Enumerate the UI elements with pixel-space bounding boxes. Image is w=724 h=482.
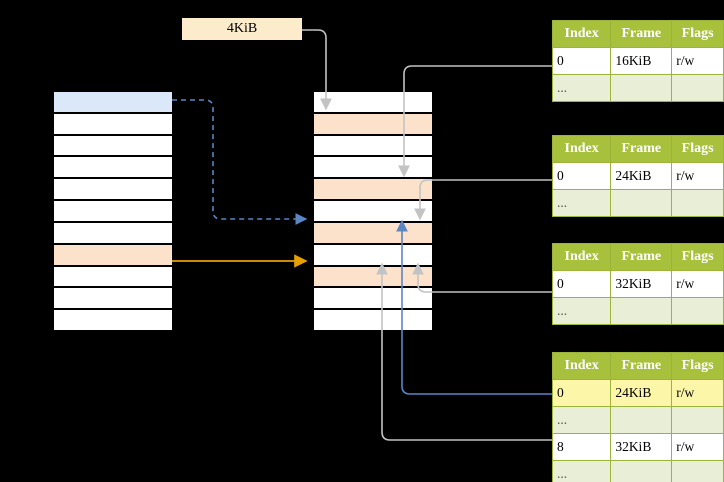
virtual-cell-row-8 xyxy=(53,265,173,288)
virtual-cell-row-2 xyxy=(53,134,173,157)
page-table-1-header-frame: Frame xyxy=(610,20,673,48)
page-table-4-row: ... xyxy=(551,406,724,434)
physical-cell-row-7 xyxy=(313,243,433,266)
physical-cell-row-2 xyxy=(313,134,433,157)
page-table-3-cell-index: ... xyxy=(551,297,612,325)
physical-cell-row-8 xyxy=(313,265,433,288)
page-table-4-row: ... xyxy=(551,460,724,482)
page-table-4-cell-flags xyxy=(671,406,724,434)
page-table-3-cell-flags: r/w xyxy=(671,270,724,298)
page-table-1-cell-flags: r/w xyxy=(671,47,724,75)
page-table-3-header-flags: Flags xyxy=(671,243,724,271)
virtual-dashed-connector xyxy=(172,99,308,225)
page-table-2-cell-flags xyxy=(671,189,724,217)
table2-connector xyxy=(414,179,552,221)
physical-memory-column xyxy=(312,90,434,331)
physical-cell-row-1 xyxy=(313,112,433,135)
page-table-1-cell-index: 0 xyxy=(551,47,612,75)
page-table-4-cell-index: 8 xyxy=(551,433,612,461)
page-table-1-cell-frame xyxy=(610,74,673,102)
page-table-4-cell-frame xyxy=(610,406,673,434)
virtual-cell-row-4 xyxy=(53,178,173,201)
physical-cell-row-3 xyxy=(313,156,433,179)
physical-cell-row-5 xyxy=(313,200,433,222)
page-table-4-header-frame: Frame xyxy=(610,352,673,380)
virtual-cell-row-10 xyxy=(53,309,173,331)
physical-cell-row-6 xyxy=(313,221,433,244)
page-table-2-cell-flags: r/w xyxy=(671,162,724,190)
page-table-1-cell-flags xyxy=(671,74,724,102)
physical-cell-row-0 xyxy=(313,91,433,113)
virtual-cell-row-3 xyxy=(53,156,173,179)
virtual-cell-row-7 xyxy=(53,243,173,266)
virtual-cell-row-6 xyxy=(53,221,173,244)
page-table-2-cell-frame xyxy=(610,189,673,217)
physical-cell-row-9 xyxy=(313,287,433,310)
physical-cell-row-4 xyxy=(313,178,433,201)
virtual-address-column xyxy=(52,90,174,331)
page-table-3-cell-flags xyxy=(671,297,724,325)
page-table-4-cell-frame xyxy=(610,460,673,482)
page-table-4-cell-frame: 24KiB xyxy=(610,379,673,407)
page-table-1-header-flags: Flags xyxy=(671,20,724,48)
page-table-4-cell-index: ... xyxy=(551,406,612,434)
page-table-2-header-flags: Flags xyxy=(671,135,724,163)
page-table-4-header-flags: Flags xyxy=(671,352,724,380)
page-table-4-cell-flags xyxy=(671,460,724,482)
page-table-2-row: ... xyxy=(551,189,724,217)
page-table-1-cell-index: ... xyxy=(551,74,612,102)
physical-cell-row-10 xyxy=(313,309,433,331)
page-table-2-header-frame: Frame xyxy=(610,135,673,163)
page-table-1-cell-frame: 16KiB xyxy=(610,47,673,75)
page-table-3-cell-index: 0 xyxy=(551,270,612,298)
size-label-4kib: 4KiB xyxy=(182,18,302,40)
page-table-3-row: ... xyxy=(551,297,724,325)
page-table-4-cell-index: ... xyxy=(551,460,612,482)
page-table-4-header-index: Index xyxy=(551,352,612,380)
page-table-1-row: ... xyxy=(551,74,724,102)
page-table-4-cell-flags: r/w xyxy=(671,433,724,461)
page-table-3-header-index: Index xyxy=(551,243,612,271)
page-table-3-cell-frame: 32KiB xyxy=(610,270,673,298)
page-table-2-header-index: Index xyxy=(551,135,612,163)
virtual-cell-row-9 xyxy=(53,287,173,310)
page-table-1-header-index: Index xyxy=(551,20,612,48)
table3-connector xyxy=(412,262,552,293)
virtual-cell-row-1 xyxy=(53,112,173,135)
page-table-4-cell-frame: 32KiB xyxy=(610,433,673,461)
virtual-cell-row-0 xyxy=(53,91,173,113)
page-table-2-cell-index: ... xyxy=(551,189,612,217)
page-table-4-cell-flags: r/w xyxy=(671,379,724,407)
virtual-cell-row-5 xyxy=(53,200,173,222)
page-table-3-cell-frame xyxy=(610,297,673,325)
page-table-4-cell-index: 0 xyxy=(551,379,612,407)
page-table-2-cell-index: 0 xyxy=(551,162,612,190)
page-table-2-cell-frame: 24KiB xyxy=(610,162,673,190)
page-table-3-header-frame: Frame xyxy=(610,243,673,271)
